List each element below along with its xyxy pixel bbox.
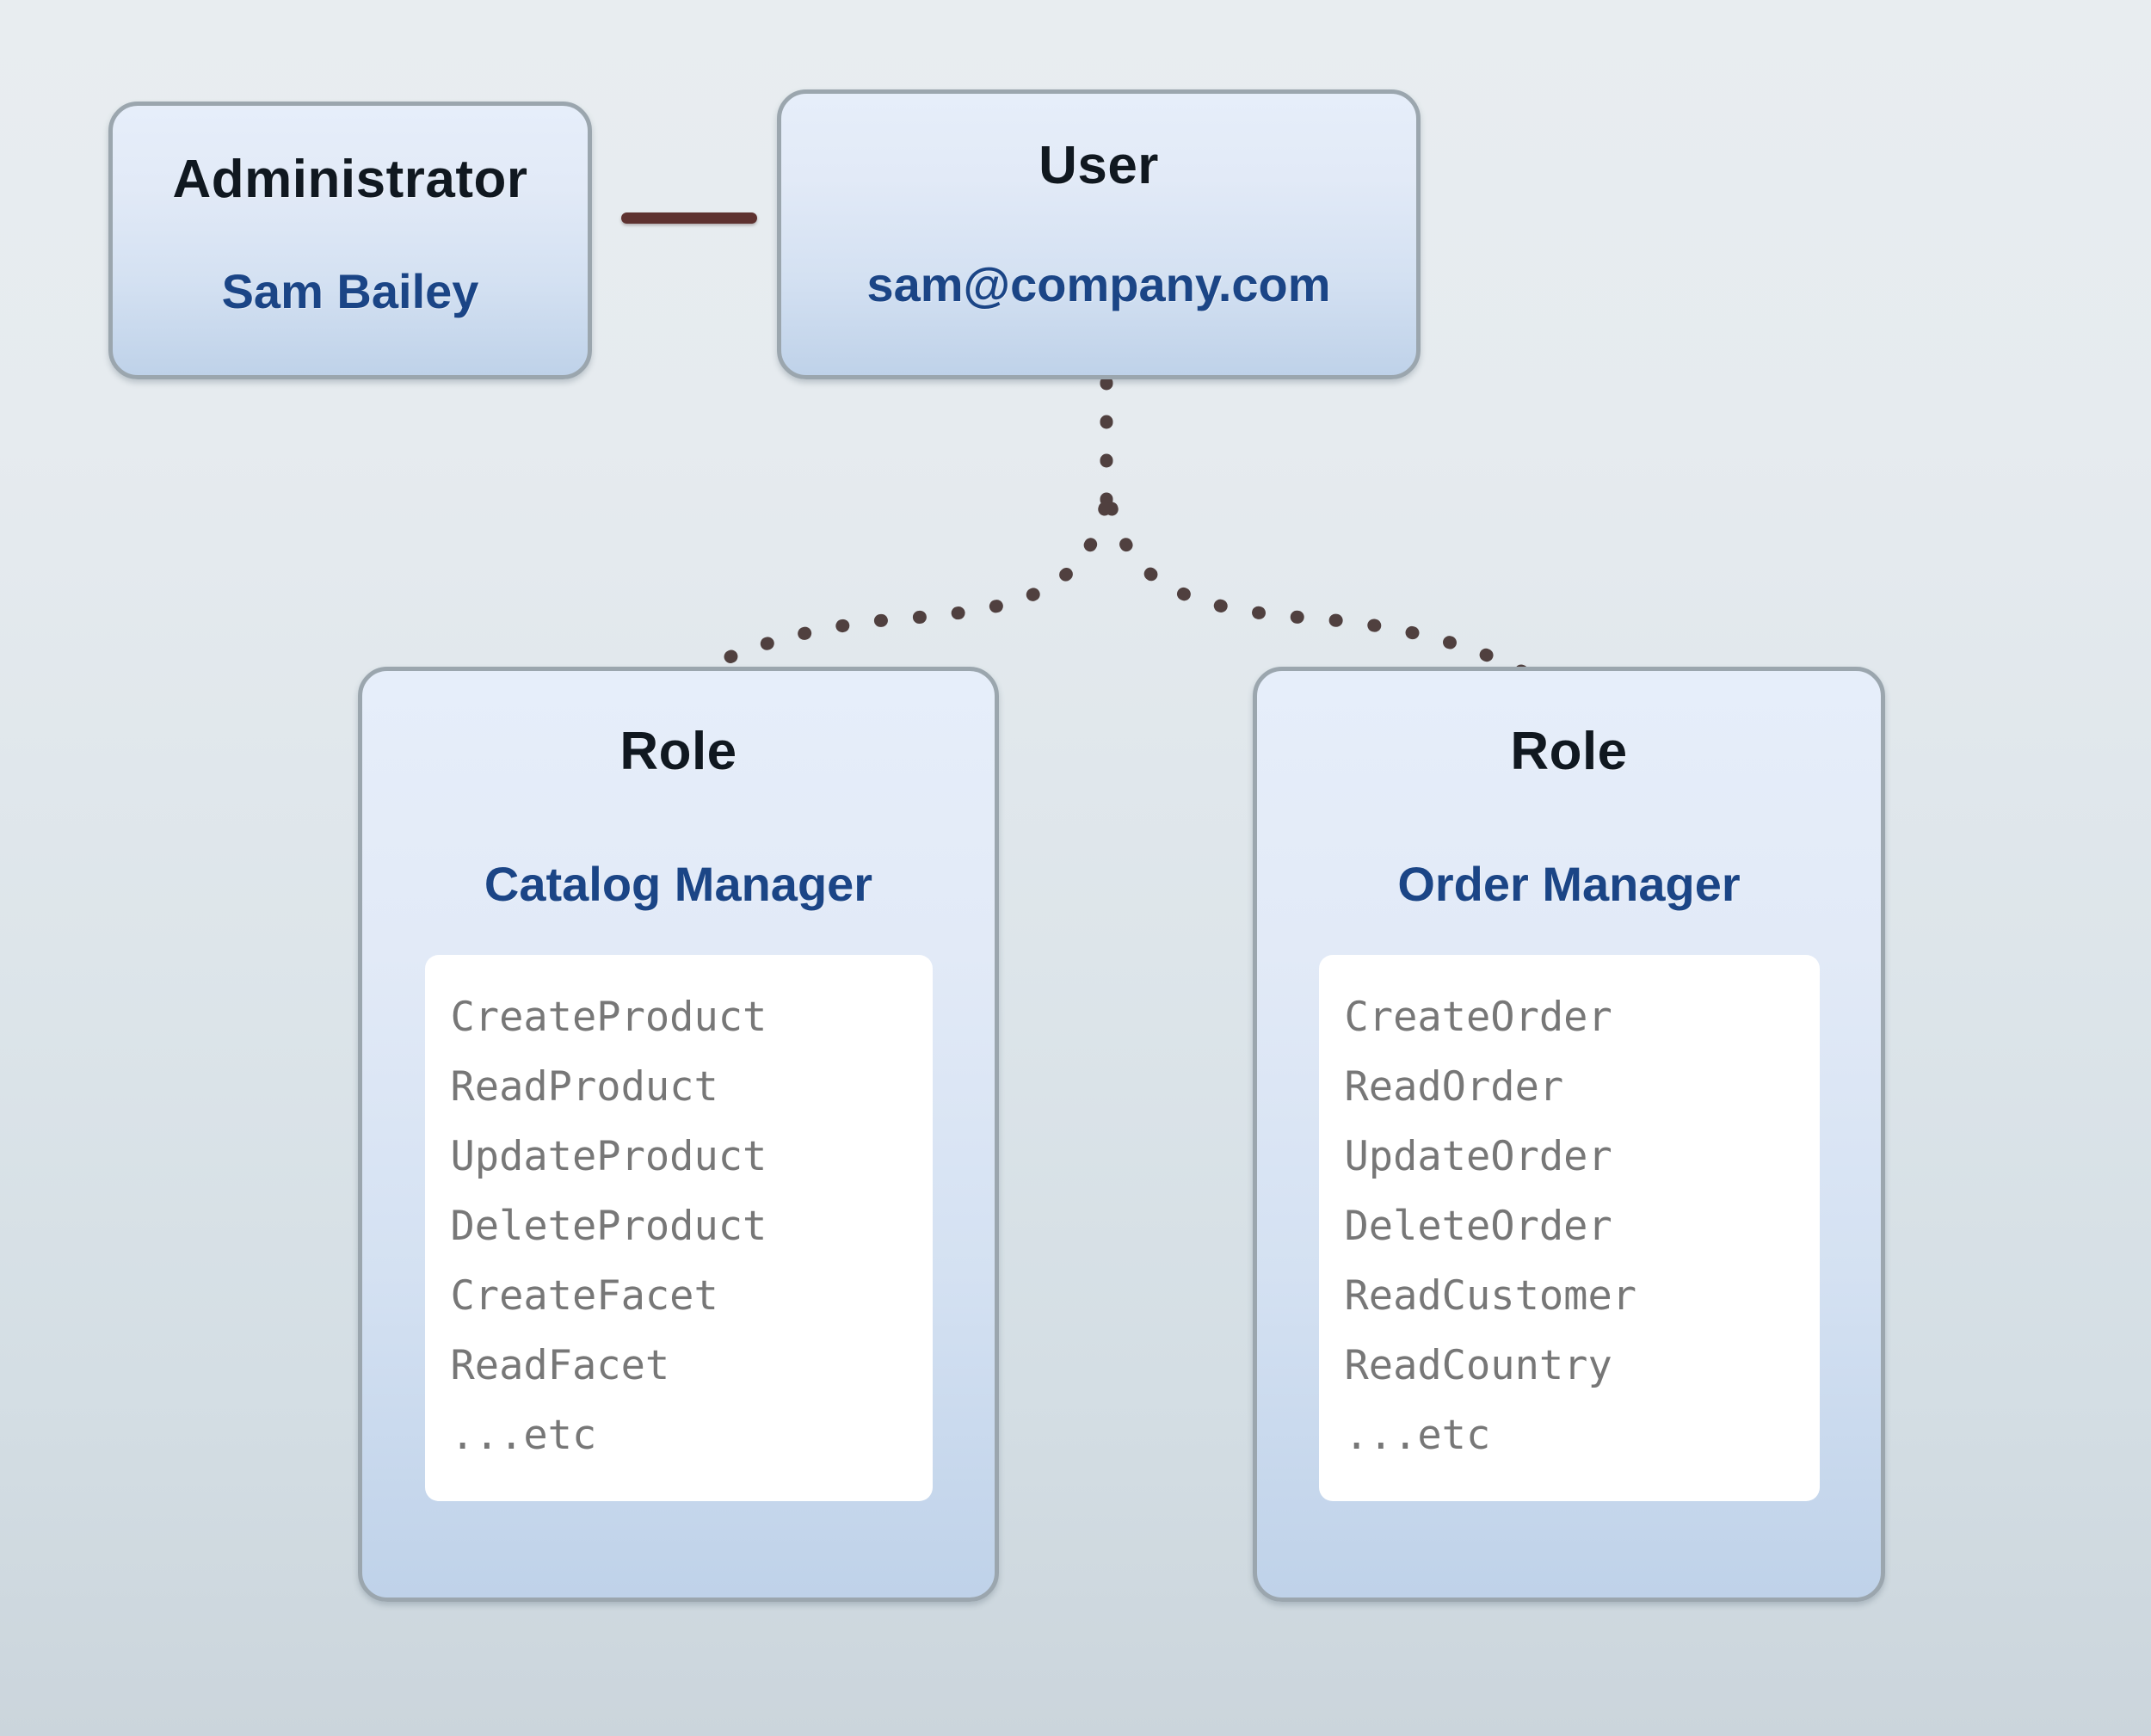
permission-list: CreateOrder ReadOrder UpdateOrder Delete… bbox=[1318, 955, 1820, 1501]
permission-item: ReadCustomer bbox=[1344, 1272, 1637, 1320]
permission-item: CreateOrder bbox=[1344, 994, 1612, 1041]
administrator-node[interactable]: Administrator Sam Bailey bbox=[108, 102, 592, 379]
user-roles-connector bbox=[686, 379, 1536, 672]
permission-item: CreateProduct bbox=[450, 994, 767, 1041]
role-node-order-manager[interactable]: Role Order Manager CreateOrder ReadOrder… bbox=[1253, 667, 1885, 1602]
administrator-user-connector bbox=[621, 212, 757, 224]
role-value-label: Catalog Manager bbox=[484, 857, 873, 911]
role-value-label: Order Manager bbox=[1397, 857, 1741, 911]
role-node-catalog-manager[interactable]: Role Catalog Manager CreateProduct ReadP… bbox=[358, 667, 999, 1602]
permission-item: ReadCountry bbox=[1344, 1342, 1612, 1389]
user-type-label: User bbox=[1039, 136, 1159, 195]
permission-item: DeleteProduct bbox=[450, 1203, 767, 1250]
permission-list: CreateProduct ReadProduct UpdateProduct … bbox=[424, 955, 933, 1501]
role-type-label: Role bbox=[619, 722, 737, 781]
permission-item: ReadFacet bbox=[450, 1342, 670, 1389]
permission-item: ReadProduct bbox=[450, 1063, 718, 1111]
administrator-type-label: Administrator bbox=[172, 150, 528, 209]
permission-item: CreateFacet bbox=[450, 1272, 718, 1320]
permission-item: ...etc bbox=[450, 1412, 597, 1459]
user-value-label: sam@company.com bbox=[866, 257, 1331, 311]
permission-item: ReadOrder bbox=[1344, 1063, 1564, 1111]
user-node[interactable]: User sam@company.com bbox=[777, 89, 1421, 379]
permission-item: ...etc bbox=[1344, 1412, 1491, 1459]
permission-item: UpdateProduct bbox=[450, 1133, 767, 1180]
administrator-value-label: Sam Bailey bbox=[221, 264, 479, 318]
permission-item: UpdateOrder bbox=[1344, 1133, 1612, 1180]
role-type-label: Role bbox=[1510, 722, 1628, 781]
permission-item: DeleteOrder bbox=[1344, 1203, 1612, 1250]
